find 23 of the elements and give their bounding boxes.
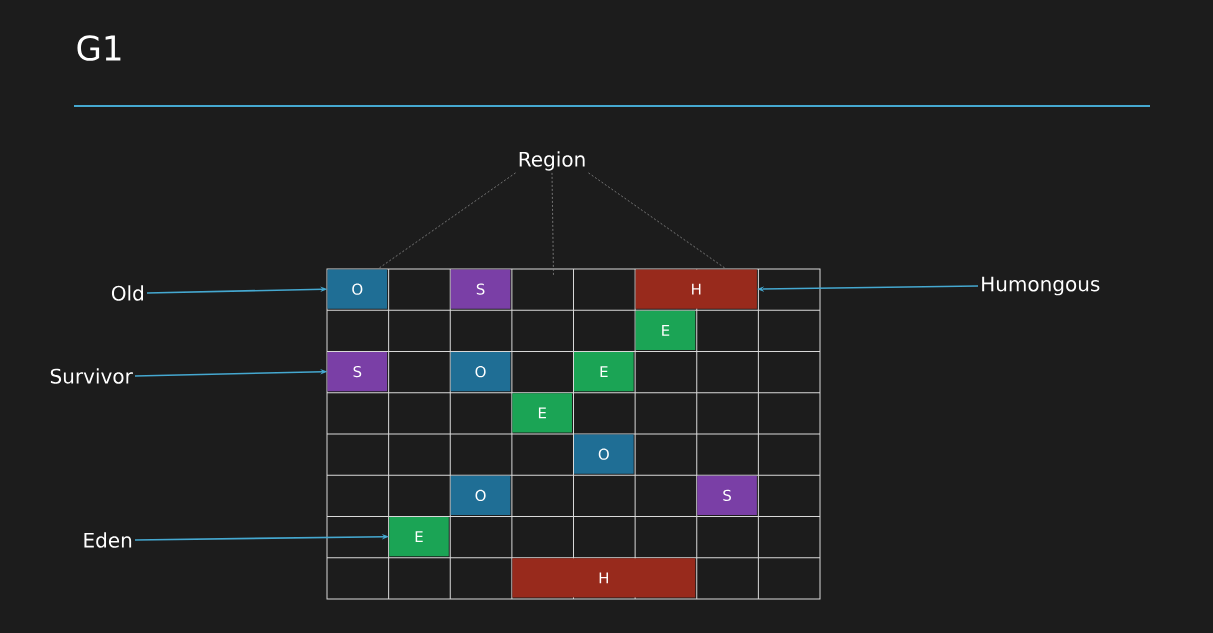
label: Humongous (982, 276, 1100, 296)
leader-line (551, 172, 554, 277)
region-cell: E (635, 310, 696, 350)
region-cell: S (327, 352, 388, 392)
label: Old (111, 285, 143, 301)
label: Survivor (50, 368, 133, 384)
region-cell: S (450, 269, 511, 309)
region-cell: O (450, 475, 511, 515)
region-cell: O (327, 269, 388, 309)
region-grid (326, 268, 821, 600)
title: G1 (77, 35, 121, 61)
label: Region (519, 151, 585, 171)
label: Eden (84, 532, 132, 548)
region-cell: E (574, 352, 634, 392)
leader-line (588, 172, 726, 269)
region-cell: E (512, 393, 572, 433)
leader-line (378, 172, 516, 269)
region-cell: H (512, 558, 696, 598)
region-cell: O (450, 352, 511, 392)
region-cell: S (697, 475, 757, 515)
region-cell: E (389, 517, 449, 557)
region-cell: O (574, 434, 634, 474)
region-cell: H (635, 269, 757, 309)
